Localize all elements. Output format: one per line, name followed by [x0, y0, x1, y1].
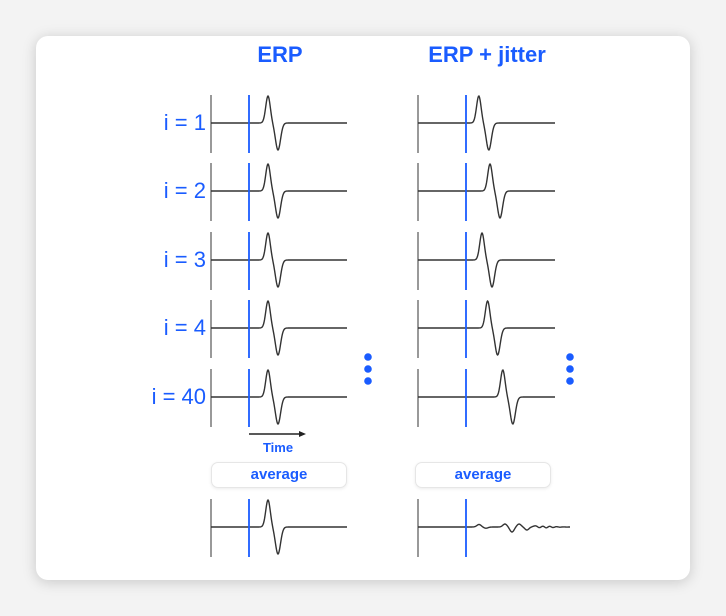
erp-plot-trace	[211, 162, 347, 220]
row-label: i = 4	[163, 315, 206, 340]
jitter-plot-trace	[418, 299, 555, 356]
figure-card	[36, 36, 690, 580]
erp-plot-trace	[211, 299, 347, 357]
ellipsis-dot-icon	[364, 377, 372, 385]
average-button-jitter[interactable]: average	[415, 462, 551, 488]
row-label: i = 2	[163, 178, 206, 203]
time-arrow-head-icon	[299, 431, 306, 437]
erp-average-plot-trace	[211, 498, 347, 556]
jitter-average-plot-trace	[418, 523, 570, 533]
average-button-erp[interactable]: average	[211, 462, 347, 488]
ellipsis-dot-icon	[364, 365, 372, 373]
row-label: i = 40	[151, 384, 206, 409]
erp-plot-trace	[211, 231, 347, 289]
header-erp: ERP	[257, 42, 303, 67]
ellipsis-dot-icon	[566, 353, 574, 361]
jitter-plot-trace	[418, 369, 555, 425]
erp-plot-trace	[211, 368, 347, 426]
ellipsis-dot-icon	[566, 365, 574, 373]
jitter-plot-trace	[418, 231, 555, 289]
jitter-plot-trace	[418, 162, 555, 220]
row-label: i = 3	[163, 247, 206, 272]
header-erp-jitter: ERP + jitter	[428, 42, 546, 67]
row-label: i = 1	[163, 110, 206, 135]
erp-plot-trace	[211, 94, 347, 152]
ellipsis-dot-icon	[364, 353, 372, 361]
ellipsis-dot-icon	[566, 377, 574, 385]
jitter-plot-trace	[418, 95, 555, 151]
time-axis-label: Time	[262, 440, 294, 455]
